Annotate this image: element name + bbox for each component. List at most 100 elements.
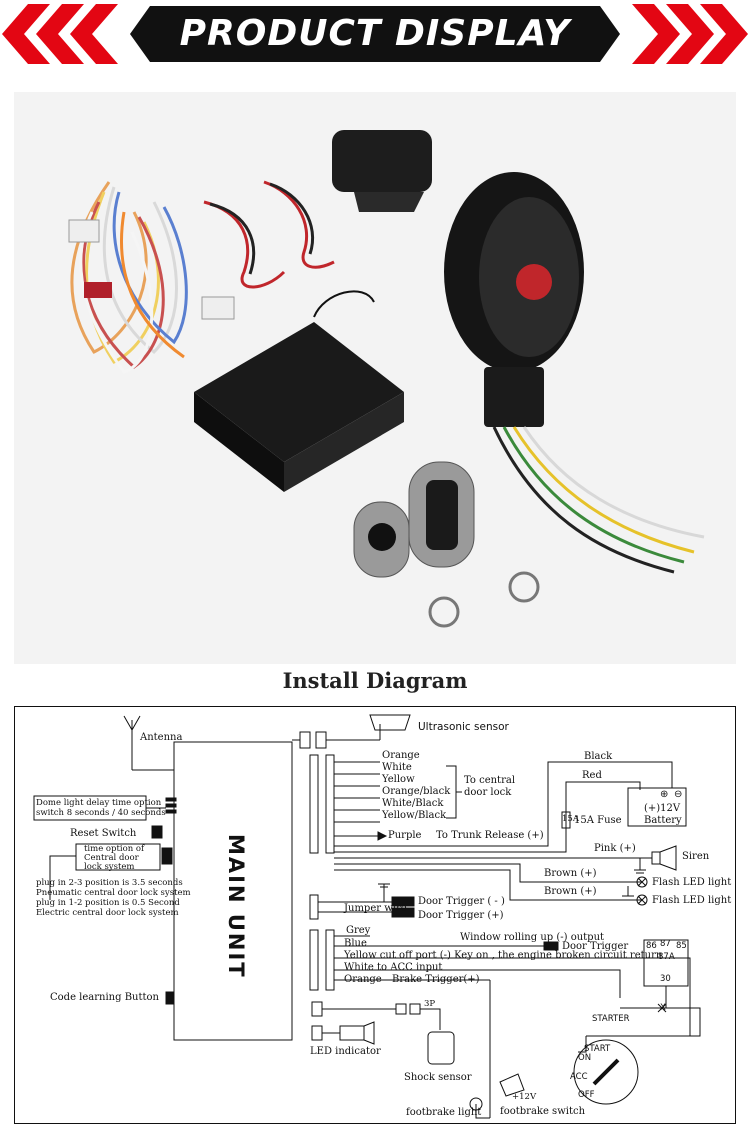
red-wire-label: Red — [582, 770, 602, 781]
time-option-label: Central door — [84, 853, 139, 863]
reset-switch-label: Reset Switch — [70, 828, 137, 839]
wire-label: Yellow — [382, 774, 415, 785]
install-diagram — [14, 706, 736, 1124]
battery-minus-sign: ⊖ — [674, 789, 682, 800]
plug-note: plug in 2-3 position is 3.5 seconds — [36, 878, 183, 888]
window-output-label: Window rolling up (-) output — [460, 932, 605, 943]
led-indicator-label: LED indicator — [310, 1046, 381, 1057]
shock-sensor-icon — [427, 1031, 455, 1065]
footbrake-light-label: footbrake light — [406, 1107, 482, 1118]
ultrasonic-label: Ultrasonic sensor — [418, 721, 509, 733]
code-learning-button-icon — [165, 991, 175, 1005]
dome-option-label: Dome light delay time option — [36, 798, 162, 808]
three-p-label: 3P — [424, 999, 436, 1009]
time-option-label: lock system — [84, 862, 135, 872]
ignition-on: ON — [578, 1053, 592, 1063]
ignition-start: START — [584, 1044, 611, 1054]
starter-label: STARTER — [592, 1014, 630, 1024]
main-unit-label: MAIN UNIT — [224, 833, 248, 979]
relay-pin: 30 — [660, 974, 671, 984]
main-unit-front — [284, 392, 404, 492]
footbrake-switch-icon — [499, 1073, 525, 1097]
trunk-release-label: To Trunk Release (+) — [436, 830, 544, 841]
siren-cap — [516, 264, 552, 300]
ignition-off: OFF — [578, 1090, 595, 1100]
main-unit-box — [194, 322, 404, 462]
jumper-wire-label: Jumper wire — [344, 903, 407, 914]
remote-buttons — [426, 480, 458, 550]
connector-block — [68, 219, 100, 243]
connector-block — [201, 296, 235, 320]
connector-block — [84, 282, 112, 298]
fuse-tag: 15A — [562, 814, 579, 824]
flash-led-label: Flash LED light — [652, 895, 732, 906]
plus12-label: +12V — [512, 1092, 537, 1102]
code-learning-label: Code learning Button — [50, 992, 159, 1003]
x-mark: X — [660, 1003, 666, 1013]
time-option-label: time option of — [84, 844, 145, 854]
door-trigger-label: Door Trigger — [562, 941, 629, 952]
plug-note: Electric central door lock system — [36, 908, 179, 918]
brown-wire-label: Brown (+) — [544, 868, 597, 879]
central-lock-label: To central — [464, 775, 516, 786]
main-unit-side — [194, 392, 284, 492]
wire-label: Orange/black — [382, 786, 451, 797]
shock-sensor-label: Shock sensor — [404, 1072, 472, 1083]
dome-switch-icon — [165, 797, 177, 814]
relay-pin: 87A — [658, 952, 675, 962]
time-option-jumper-icon — [161, 847, 173, 865]
relay-wires — [492, 426, 705, 574]
battery-label: Battery — [644, 815, 682, 826]
wiring-harness — [70, 181, 188, 374]
antenna-wire — [313, 290, 375, 318]
relay-pin: 85 — [676, 941, 687, 951]
key-rings — [428, 571, 540, 628]
plug-note: Pneumatic central door lock system — [36, 888, 191, 898]
door-trigger-neg-label: Door Trigger ( - ) — [418, 896, 505, 907]
brown-wire-label: Brown (+) — [544, 886, 597, 897]
battery-label: (+)12V — [644, 803, 681, 814]
main-unit-box — [173, 741, 293, 1041]
antenna-label: Antenna — [140, 732, 183, 743]
relay-pin: 86 — [646, 941, 657, 951]
relay-module — [484, 367, 544, 427]
central-lock-label: door lock — [464, 787, 512, 798]
relay-pin: 87 — [660, 939, 671, 949]
ignition-switch-icon — [573, 1039, 639, 1105]
banner-bar — [130, 6, 620, 62]
wire-label: White/Black — [382, 798, 444, 809]
ultrasonic-sensor-icon — [369, 714, 411, 731]
flash-led-label: Flash LED light — [652, 877, 732, 888]
product-display-banner: PRODUCT DISPLAY — [0, 0, 750, 68]
black-wire-label: Black — [584, 751, 613, 762]
left-chevron-icons — [2, 4, 118, 64]
blue-wire-label: Blue — [344, 938, 367, 949]
wire-label: White — [382, 762, 412, 773]
door-trigger-connector-icon — [543, 941, 559, 951]
banner-title: PRODUCT DISPLAY — [179, 13, 571, 54]
brake-trigger-label: Brake Trigger(+) — [392, 974, 480, 985]
yellow-wire-label: Yellow cut off port (-) Key on , the eng… — [344, 950, 663, 961]
wire-label: Yellow/Black — [382, 810, 447, 821]
siren-icon — [659, 845, 677, 871]
ignition-acc: ACC — [570, 1072, 588, 1082]
antenna-icon — [123, 715, 141, 732]
siren-label: Siren — [682, 851, 710, 862]
door-trigger-pos-icon — [391, 907, 415, 918]
plug-note: plug in 1-2 position is 0.5 Second — [36, 898, 180, 908]
wire-label: Orange — [382, 750, 420, 761]
footbrake-switch-label: footbrake switch — [500, 1106, 586, 1117]
grey-wire-label: Grey — [346, 925, 371, 936]
battery-plus-sign: ⊕ — [660, 789, 668, 800]
purple-wire-label: Purple — [388, 830, 422, 841]
remote-button — [368, 523, 396, 551]
reset-switch-icon — [151, 825, 163, 839]
door-trigger-neg-icon — [391, 896, 415, 907]
battery-icon — [627, 787, 687, 827]
power-wires — [203, 180, 335, 289]
product-photo — [14, 92, 736, 664]
transmitter-base — [354, 192, 424, 212]
led-indicator-icon — [363, 1021, 375, 1045]
banner-chevrons — [2, 4, 748, 64]
